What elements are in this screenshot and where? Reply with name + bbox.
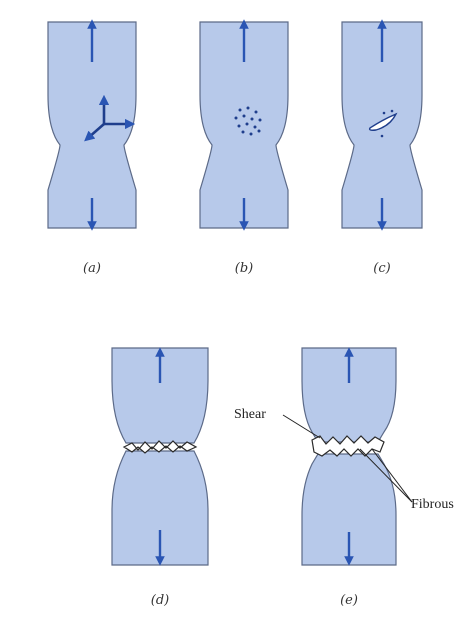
caption-e: (e): [340, 593, 358, 608]
fibrous-label: Fibrous: [411, 497, 454, 512]
caption-a: (a): [83, 261, 101, 276]
panel-d: (d): [112, 348, 208, 608]
panel-e: Shear Fibrous (e): [234, 348, 454, 608]
panel-c: (c): [342, 22, 422, 276]
shear-label: Shear: [234, 407, 266, 422]
caption-c: (c): [373, 261, 390, 276]
panel-b: (b): [200, 22, 288, 276]
caption-b: (b): [235, 261, 253, 276]
panel-a: (a): [48, 22, 136, 276]
caption-d: (d): [151, 593, 169, 608]
crack: [312, 436, 384, 456]
